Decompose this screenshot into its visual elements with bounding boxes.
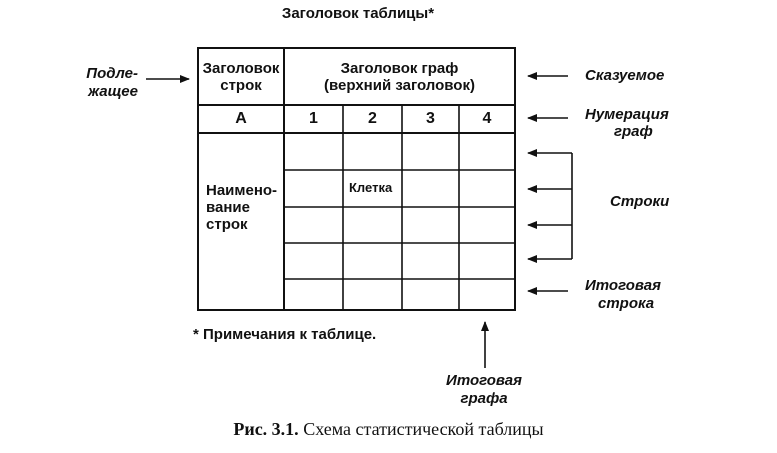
row-header-line1: Заголовок (202, 60, 280, 77)
numbering-label-line1: Нумерация (585, 106, 669, 123)
total-col-label-line1: Итоговая (446, 372, 522, 389)
figure-caption-number: Рис. 3.1. (233, 419, 299, 439)
col-number-4: 4 (482, 110, 492, 127)
figure-caption: Рис. 3.1. Схема статистической таблицы (0, 418, 777, 440)
rows-label: Строки (610, 193, 670, 210)
col-number-1: 1 (309, 110, 318, 127)
col-header-line1: Заголовок граф (340, 60, 459, 77)
total-row-label-line2: строка (598, 295, 655, 312)
total-col-label-line2: графа (460, 390, 508, 407)
col-number-a: А (235, 110, 247, 127)
col-number-2: 2 (368, 110, 377, 127)
cell-label: Клетка (349, 180, 393, 195)
table-note: * Примечания к таблице. (193, 326, 377, 343)
subject-label-line1: Подле- (86, 65, 138, 82)
col-header-line2: (верхний заголовок) (324, 77, 475, 94)
row-header-line2: строк (220, 77, 262, 94)
row-names-line3: строк (206, 216, 248, 233)
col-number-3: 3 (426, 110, 435, 127)
row-names-line1: Наимено- (206, 182, 278, 199)
numbering-label-line2: граф (614, 123, 653, 140)
predicate-label: Сказуемое (585, 67, 665, 84)
subject-label-line2: жащее (88, 83, 138, 100)
total-row-label-line1: Итоговая (585, 277, 661, 294)
table-border (197, 47, 516, 311)
figure-caption-text: Схема статистической таблицы (298, 419, 544, 439)
table-title: Заголовок таблицы* (281, 5, 435, 22)
row-names-line2: вание (206, 199, 250, 216)
